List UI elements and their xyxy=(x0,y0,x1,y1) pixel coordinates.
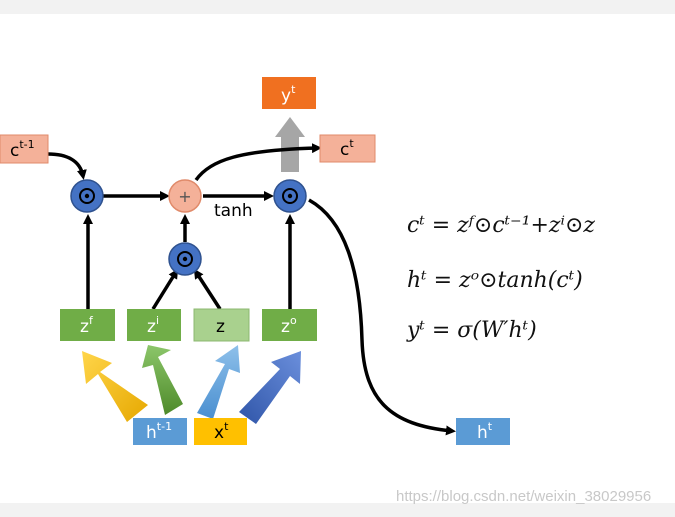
c-out-box xyxy=(319,134,376,163)
x-in-label: x xyxy=(214,423,224,443)
plus-node: + xyxy=(168,179,202,213)
input-arrow-to-zi xyxy=(142,345,183,415)
svg-text:xt: xt xyxy=(214,420,229,443)
c-out-sup: t xyxy=(349,137,354,150)
h-out-box xyxy=(456,418,510,445)
arrow-output-to-hout xyxy=(308,198,456,436)
equation-hidden-state: hᵗ = zᵒ⊙tanh(cᵗ) xyxy=(407,268,583,293)
tanh-label: tanh xyxy=(214,201,253,221)
svg-text:zi: zi xyxy=(147,314,159,337)
c-prev-box xyxy=(0,134,49,164)
h-prev-box xyxy=(133,418,187,445)
input-arrow-to-zo xyxy=(239,351,301,424)
y-out-label: y xyxy=(281,86,291,106)
c-out-label: c xyxy=(340,140,349,160)
equation-cell-state: cᵗ = zᶠ⊙cᵗ⁻¹+zⁱ⊙z xyxy=(407,213,595,238)
y-out-box xyxy=(262,77,316,109)
input-gate-multiply-node xyxy=(168,242,202,276)
watermark-url: https://blog.csdn.net/weixin_38029956 xyxy=(396,488,652,505)
z-label: z xyxy=(216,317,225,337)
output-arrow-to-y xyxy=(275,117,305,172)
c-prev-sup: t-1 xyxy=(19,138,34,151)
h-out-sup: t xyxy=(488,420,493,433)
svg-text:ct-1: ct-1 xyxy=(10,138,35,161)
zi-label: z xyxy=(147,317,156,337)
h-prev-sup: t-1 xyxy=(157,420,172,433)
zi-box xyxy=(127,309,181,341)
svg-text:zf: zf xyxy=(80,314,94,337)
arrow-zi-to-input-gate xyxy=(151,268,179,310)
diagram-panel xyxy=(0,14,675,503)
arrow-z-to-input-gate xyxy=(193,268,222,310)
zf-label: z xyxy=(80,317,89,337)
svg-text:ct: ct xyxy=(340,137,354,160)
zf-sup: f xyxy=(89,314,94,327)
h-prev-label: h xyxy=(146,423,157,443)
arrow-cprev-to-forget xyxy=(47,152,87,180)
zi-sup: i xyxy=(156,314,159,327)
svg-text:+: + xyxy=(178,187,191,206)
z-box xyxy=(193,308,250,342)
x-in-box xyxy=(194,418,247,445)
h-out-label: h xyxy=(477,423,488,443)
c-prev-label: c xyxy=(10,141,19,161)
zo-box xyxy=(262,309,317,341)
input-arrow-to-zf xyxy=(82,351,148,422)
zo-label: z xyxy=(281,317,290,337)
forget-gate-multiply-node xyxy=(70,179,104,213)
input-arrow-to-z xyxy=(197,345,240,419)
output-gate-multiply-node xyxy=(273,179,307,213)
equation-output: yᵗ = σ(W′hᵗ) xyxy=(407,318,537,343)
svg-text:ht: ht xyxy=(477,420,493,443)
zf-box xyxy=(60,309,115,341)
zo-sup: o xyxy=(290,314,297,327)
svg-text:ht-1: ht-1 xyxy=(146,420,172,443)
svg-text:zo: zo xyxy=(281,314,297,337)
y-out-sup: t xyxy=(291,83,296,96)
x-in-sup: t xyxy=(224,420,229,433)
arrow-plus-to-cout xyxy=(194,143,322,182)
svg-text:yt: yt xyxy=(281,83,296,106)
